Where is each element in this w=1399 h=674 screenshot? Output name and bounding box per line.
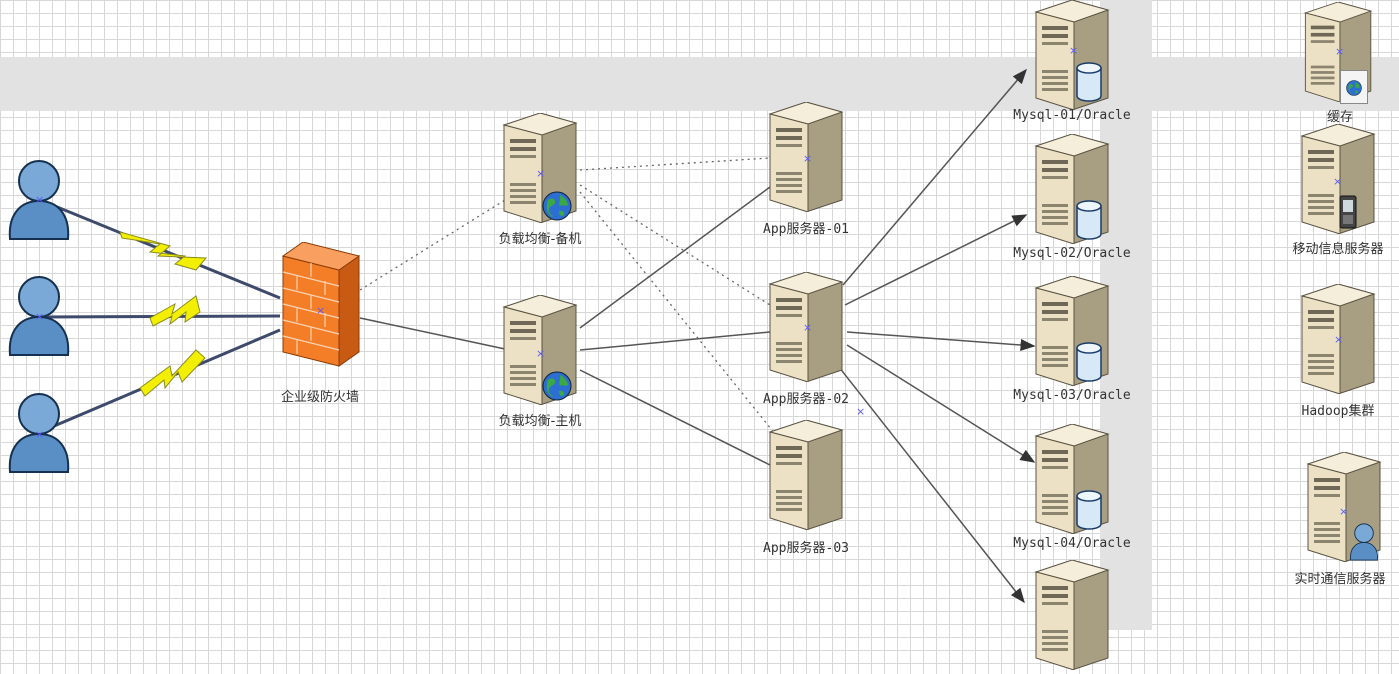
database-icon (1076, 342, 1102, 382)
lightning-bolts (119, 231, 208, 397)
user-2[interactable]: × (6, 273, 72, 359)
document-icon (1340, 70, 1368, 104)
cache-server[interactable]: × (1298, 2, 1380, 104)
selection-marker-icon: × (1069, 44, 1079, 57)
firewall-label: 企业级防火墙 (280, 390, 360, 405)
lb-backup-node[interactable]: × (500, 113, 582, 223)
selection-marker-icon: × (316, 304, 326, 317)
gray-band-horizontal (0, 57, 1399, 111)
link-app2-db4 (846, 344, 1036, 463)
hadoop-cluster[interactable]: × (1298, 284, 1380, 394)
db-server-02-label: Mysql-02/Oracle (1013, 246, 1131, 261)
selection-marker-icon: × (1333, 175, 1343, 188)
lightning-bolt-3 (139, 349, 206, 397)
db-server-03[interactable] (1032, 276, 1114, 386)
hadoop-label: Hadoop集群 (1301, 404, 1375, 419)
selection-marker-icon: × (536, 167, 546, 180)
db-server-02[interactable] (1032, 134, 1114, 244)
globe-icon (542, 191, 572, 221)
selection-marker-icon: × (1339, 505, 1349, 518)
globe-icon (1346, 80, 1362, 96)
realtime-comm-server[interactable]: × (1304, 452, 1386, 562)
app-server-01[interactable]: × (766, 102, 848, 212)
link-lb-backup-app2 (579, 184, 771, 306)
selection-marker-icon: × (35, 428, 45, 441)
app-server-02-label: App服务器-02 (763, 392, 849, 407)
database-icon (1076, 62, 1102, 102)
db-server-04-label: Mysql-04/Oracle (1013, 536, 1131, 551)
app-server-02[interactable]: × (766, 272, 848, 382)
link-lb-backup-app3 (579, 191, 781, 441)
user-3[interactable]: × (6, 390, 72, 476)
link-app2-db5 (834, 361, 1025, 604)
link-app2-db1 (842, 68, 1027, 286)
db-server-03-label: Mysql-03/Oracle (1013, 388, 1131, 403)
server-icon (766, 420, 848, 530)
connection-layer (39, 68, 1036, 604)
db-server-05[interactable] (1032, 560, 1114, 670)
lb-primary-node[interactable]: × (500, 295, 582, 405)
selection-marker-icon: × (35, 193, 45, 206)
db-server-01[interactable]: × (1032, 0, 1114, 110)
user-1[interactable]: × (6, 157, 72, 243)
database-icon (1076, 490, 1102, 530)
lightning-bolt-1 (119, 231, 208, 271)
mobile-info-label: 移动信息服务器 (1292, 242, 1384, 257)
link-app2-db3 (846, 331, 1036, 351)
cache-label: 缓存 (1326, 110, 1354, 125)
link-lb-primary-app1 (579, 186, 771, 329)
link-lb-primary-app3 (579, 369, 771, 466)
db-server-04[interactable] (1032, 424, 1114, 534)
lb-backup-label: 负载均衡-备机 (498, 232, 582, 247)
gray-band-vertical (1100, 0, 1152, 630)
app-server-03-label: App服务器-03 (763, 541, 849, 556)
link-firewall-lb-backup (359, 199, 506, 291)
firewall-node[interactable]: × (275, 242, 363, 368)
globe-icon (542, 371, 572, 401)
link-lb-primary-app2 (579, 331, 771, 351)
selection-marker-icon: × (1334, 333, 1344, 346)
link-lb-backup-app1 (579, 157, 771, 171)
link-app2-db2 (844, 214, 1028, 306)
phone-icon (1338, 194, 1358, 230)
link-firewall-lb-primary (359, 317, 506, 350)
user-icon (1348, 522, 1380, 562)
selection-marker-icon: × (856, 405, 866, 418)
selection-marker-icon: × (1335, 45, 1345, 58)
database-icon (1076, 200, 1102, 240)
server-icon (1032, 560, 1114, 670)
mobile-info-server[interactable]: × (1298, 124, 1380, 234)
lb-primary-label: 负载均衡-主机 (498, 414, 582, 429)
selection-marker-icon: × (803, 152, 813, 165)
selection-marker-icon: × (803, 321, 813, 334)
selection-marker-icon: × (35, 310, 45, 323)
realtime-comm-label: 实时通信服务器 (1294, 572, 1386, 587)
app-server-03[interactable] (766, 420, 848, 530)
app-server-01-label: App服务器-01 (763, 222, 849, 237)
lightning-bolt-2 (149, 295, 201, 327)
selection-marker-icon: × (536, 347, 546, 360)
db-server-01-label: Mysql-01/Oracle (1013, 108, 1131, 123)
